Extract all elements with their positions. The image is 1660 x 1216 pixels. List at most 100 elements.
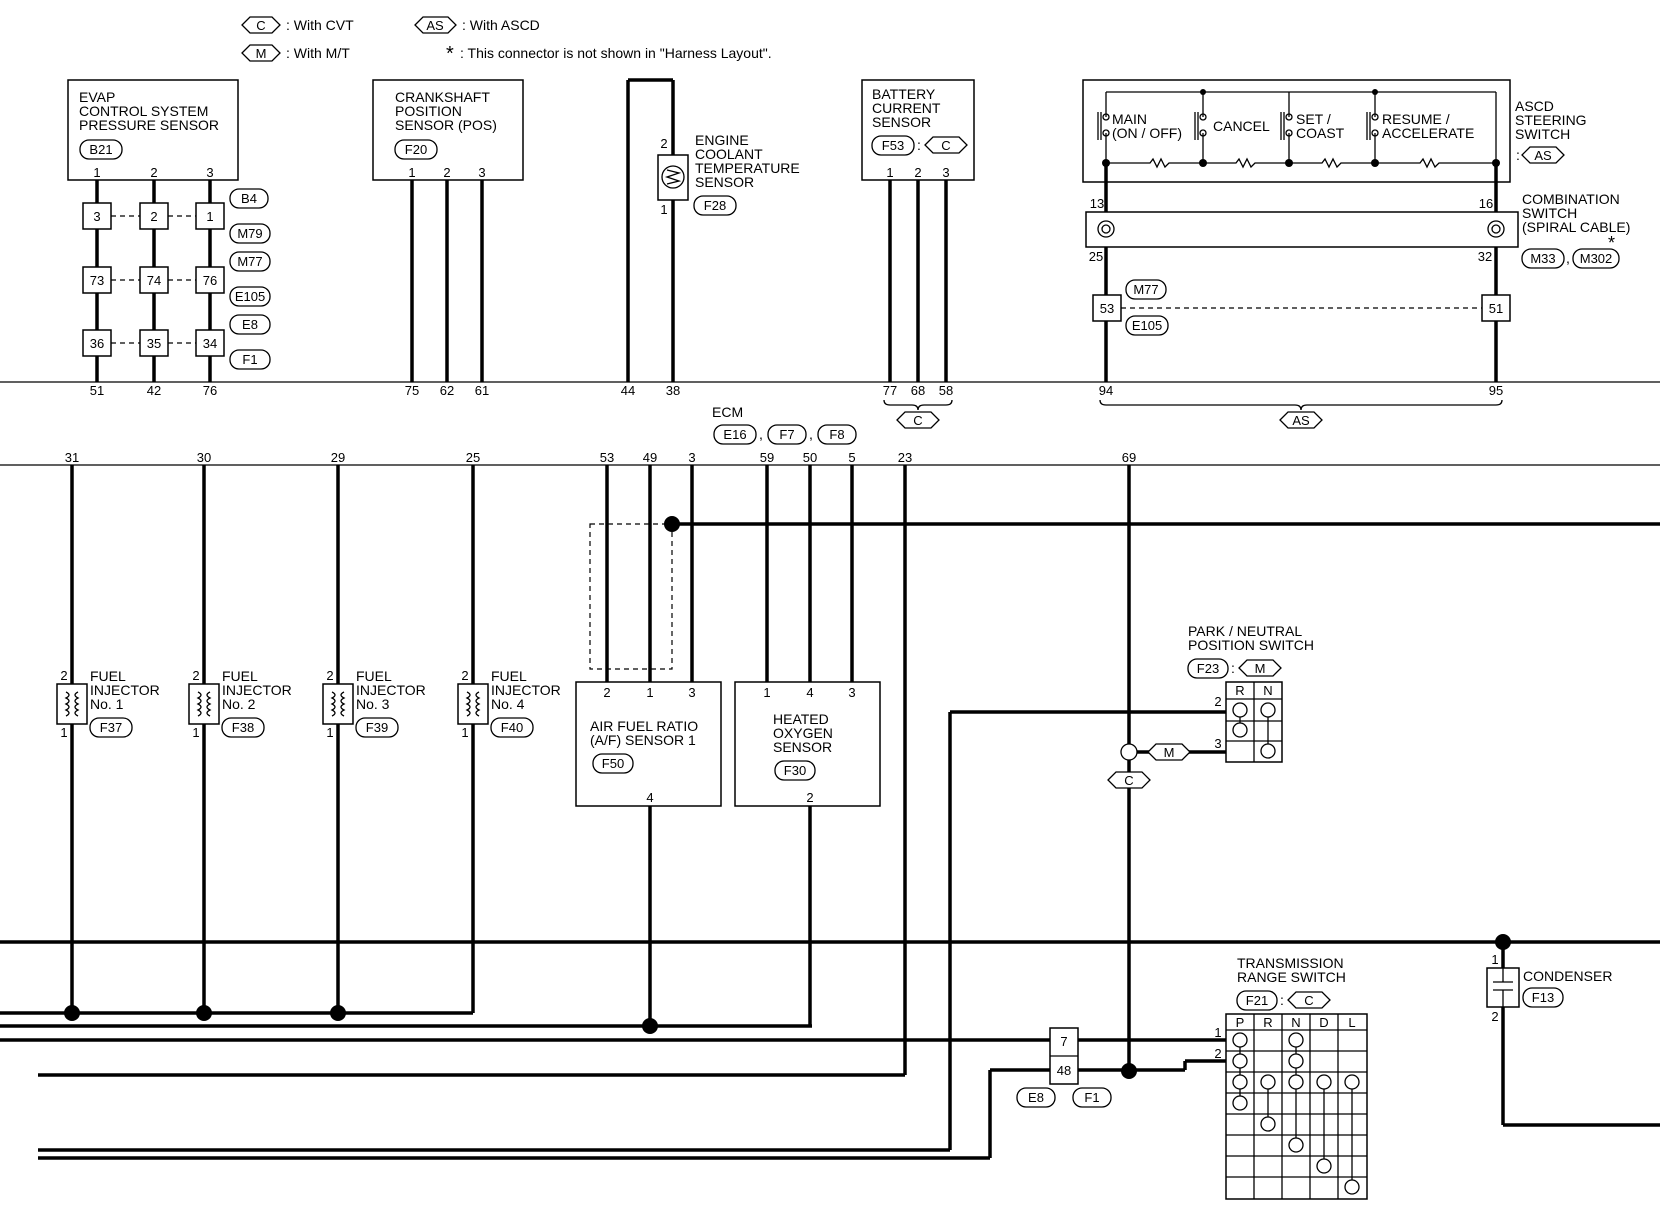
svg-text:,: ,	[759, 426, 763, 442]
svg-text:FUEL: FUEL	[222, 668, 258, 684]
svg-text:94: 94	[1099, 383, 1113, 398]
svg-text:COMBINATION: COMBINATION	[1522, 191, 1620, 207]
svg-text:INJECTOR: INJECTOR	[491, 682, 561, 698]
svg-text:42: 42	[147, 383, 161, 398]
svg-text:F37: F37	[100, 720, 122, 735]
svg-text:2: 2	[192, 668, 199, 683]
svg-text:D: D	[1319, 1015, 1328, 1030]
svg-text:(A/F) SENSOR 1: (A/F) SENSOR 1	[590, 732, 696, 748]
legend-star-text: : This connector is not shown in "Harnes…	[460, 45, 772, 61]
legend-as-text: : With ASCD	[462, 17, 540, 33]
svg-text:N: N	[1291, 1015, 1300, 1030]
svg-text:75: 75	[405, 383, 419, 398]
svg-text:M302: M302	[1580, 251, 1613, 266]
evap-connector: B21	[89, 142, 112, 157]
transmission-range-switch: TRANSMISSION RANGE SWITCH F21 : C P R N …	[1214, 955, 1368, 1200]
svg-text:R: R	[1235, 683, 1244, 698]
svg-text:FUEL: FUEL	[356, 668, 392, 684]
svg-text:C: C	[1124, 773, 1133, 788]
junction-7-48: 7 48 E8 F1	[1016, 1027, 1112, 1108]
svg-text:CANCEL: CANCEL	[1213, 118, 1270, 134]
svg-text:3: 3	[93, 209, 100, 224]
svg-text:CONDENSER: CONDENSER	[1523, 968, 1612, 984]
svg-text:F7: F7	[779, 427, 794, 442]
svg-text:E8: E8	[242, 317, 258, 332]
svg-text:25: 25	[466, 450, 480, 465]
svg-text:3: 3	[478, 165, 485, 180]
svg-text::: :	[917, 137, 921, 153]
svg-text:AS: AS	[1292, 413, 1310, 428]
svg-text:1: 1	[660, 202, 667, 217]
svg-text:38: 38	[666, 383, 680, 398]
svg-text:(SPIRAL CABLE): (SPIRAL CABLE)	[1522, 219, 1630, 235]
svg-text:M: M	[1164, 745, 1175, 760]
svg-text:C: C	[913, 413, 922, 428]
svg-text:COOLANT: COOLANT	[695, 146, 763, 162]
svg-text:F23: F23	[1197, 661, 1219, 676]
svg-text:1: 1	[60, 725, 67, 740]
svg-text:2: 2	[443, 165, 450, 180]
svg-text:3: 3	[206, 165, 213, 180]
svg-text:No. 2: No. 2	[222, 696, 256, 712]
svg-text:F30: F30	[784, 763, 806, 778]
svg-text:49: 49	[643, 450, 657, 465]
svg-text:2: 2	[150, 165, 157, 180]
svg-text:RESUME /: RESUME /	[1382, 111, 1450, 127]
legend-as-code: AS	[426, 18, 444, 33]
svg-text:E105: E105	[235, 289, 265, 304]
svg-text:3: 3	[688, 685, 695, 700]
svg-text:ACCELERATE: ACCELERATE	[1382, 125, 1474, 141]
svg-text:74: 74	[147, 273, 161, 288]
svg-text:INJECTOR: INJECTOR	[356, 682, 426, 698]
svg-text:44: 44	[621, 383, 635, 398]
svg-text:48: 48	[1057, 1063, 1071, 1078]
svg-text:51: 51	[90, 383, 104, 398]
svg-text:F1: F1	[242, 352, 257, 367]
svg-text:E105: E105	[1132, 318, 1162, 333]
svg-text:36: 36	[90, 336, 104, 351]
svg-text:2: 2	[660, 136, 667, 151]
svg-text:SENSOR: SENSOR	[695, 174, 754, 190]
svg-text:1: 1	[1214, 1025, 1221, 1040]
svg-text:PARK / NEUTRAL: PARK / NEUTRAL	[1188, 623, 1302, 639]
svg-text:F13: F13	[1532, 990, 1554, 1005]
svg-text:2: 2	[150, 209, 157, 224]
svg-text:13: 13	[1090, 196, 1104, 211]
svg-text:50: 50	[803, 450, 817, 465]
svg-text:F21: F21	[1246, 993, 1268, 1008]
svg-text:PRESSURE SENSOR: PRESSURE SENSOR	[79, 117, 219, 133]
battery-current-sensor: BATTERY CURRENT SENSOR F53 : C 1 2 3 77 …	[861, 79, 975, 429]
svg-text:34: 34	[203, 336, 217, 351]
svg-text:E8: E8	[1028, 1090, 1044, 1105]
svg-text:16: 16	[1479, 196, 1493, 211]
svg-text:AIR FUEL RATIO: AIR FUEL RATIO	[590, 718, 698, 734]
svg-text:53: 53	[1100, 301, 1114, 316]
evap-sensor: EVAP CONTROL SYSTEM PRESSURE SENSOR B21 …	[67, 79, 271, 398]
battery-connector: F53	[882, 138, 904, 153]
svg-text:POSITION SWITCH: POSITION SWITCH	[1188, 637, 1314, 653]
svg-text:(ON / OFF): (ON / OFF)	[1112, 125, 1182, 141]
svg-text:OXYGEN: OXYGEN	[773, 725, 833, 741]
svg-text:No. 3: No. 3	[356, 696, 390, 712]
svg-text:95: 95	[1489, 383, 1503, 398]
svg-text:4: 4	[646, 790, 653, 805]
svg-text:COAST: COAST	[1296, 125, 1345, 141]
svg-text:HEATED: HEATED	[773, 711, 829, 727]
svg-text:3: 3	[942, 165, 949, 180]
svg-text:SENSOR: SENSOR	[872, 114, 931, 130]
svg-text:,: ,	[809, 426, 813, 442]
svg-text:3: 3	[688, 450, 695, 465]
svg-text:1: 1	[408, 165, 415, 180]
af-sensor: 2 1 3 AIR FUEL RATIO (A/F) SENSOR 1 F50 …	[575, 681, 722, 807]
legend-c-text: : With CVT	[286, 17, 354, 33]
svg-text:No. 4: No. 4	[491, 696, 525, 712]
svg-text:No. 1: No. 1	[90, 696, 124, 712]
svg-text:C: C	[941, 138, 950, 153]
svg-text:51: 51	[1489, 301, 1503, 316]
svg-text:4: 4	[806, 685, 813, 700]
svg-text:CONTROL SYSTEM: CONTROL SYSTEM	[79, 103, 208, 119]
svg-text:AS: AS	[1534, 148, 1552, 163]
svg-text:1: 1	[93, 165, 100, 180]
legend-star: *	[446, 43, 454, 65]
svg-text:1: 1	[206, 209, 213, 224]
